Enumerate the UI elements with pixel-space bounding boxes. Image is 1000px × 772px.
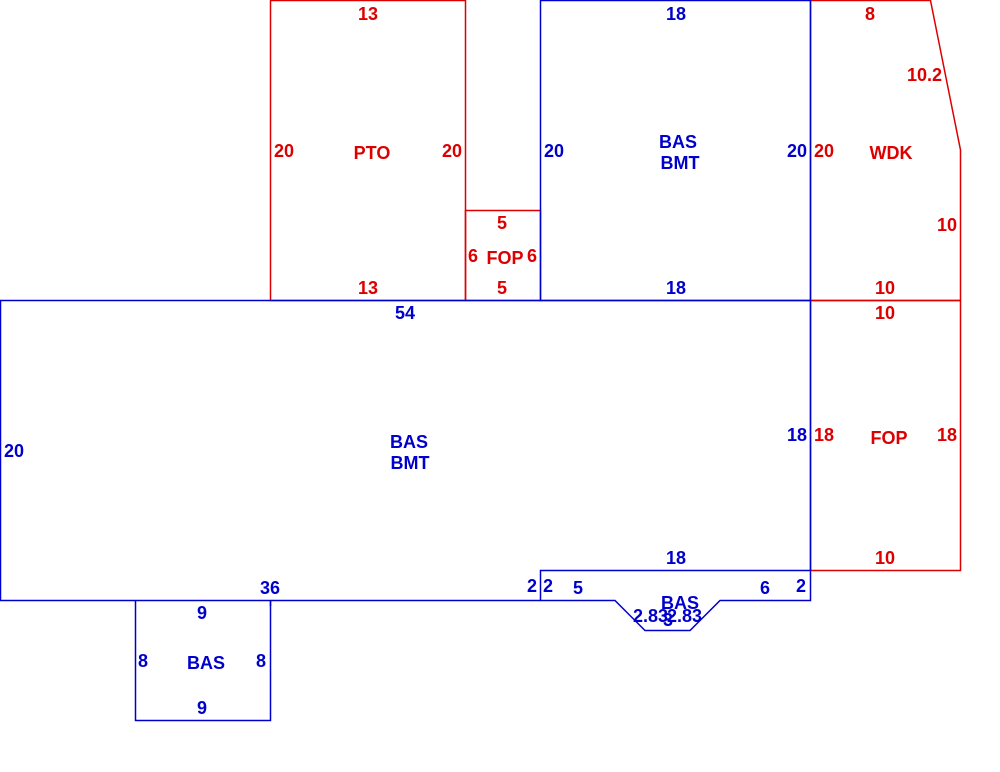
upper-bas-dim-right: 20 (787, 141, 807, 161)
small-bas-outline (134, 600, 272, 722)
wdk-dim-top: 8 (865, 4, 875, 24)
bump-bas-dim-top: 18 (666, 548, 686, 568)
main-bmt-label: BMT (391, 453, 430, 473)
small-bas-dim-right: 8 (256, 651, 266, 671)
area-bump-bas: BAS 18 2 5 2.83 3 2.83 6 2 (539, 548, 812, 632)
main-bas-dim-left: 20 (4, 441, 24, 461)
main-bas-label: BAS (390, 432, 428, 452)
upper-bas-dim-left: 20 (544, 141, 564, 161)
main-bas-dim-step: 2 (527, 576, 537, 596)
wdk-dim-left: 20 (814, 141, 834, 161)
pto-dim-top: 13 (358, 4, 378, 24)
main-bas-dim-bottom: 36 (260, 578, 280, 598)
bump-bas-dim-bay-right: 2.83 (667, 606, 702, 626)
main-bas-dim-right: 18 (787, 425, 807, 445)
small-bas-dim-left: 8 (138, 651, 148, 671)
bump-bas-dim-bottom-left: 5 (573, 578, 583, 598)
bump-bas-dim-bay-left: 2.83 (633, 606, 668, 626)
fop-small-dim-top: 5 (497, 213, 507, 233)
pto-dim-left: 20 (274, 141, 294, 161)
fop-right-dim-right: 18 (937, 425, 957, 445)
bump-bas-dim-bottom-right: 6 (760, 578, 770, 598)
area-upper-bas-bmt: BAS BMT 18 20 20 18 (539, 0, 812, 302)
fop-small-label: FOP (486, 248, 523, 268)
fop-small-dim-bottom: 5 (497, 278, 507, 298)
upper-bas-dim-top: 18 (666, 4, 686, 24)
fop-small-dim-left: 6 (468, 246, 478, 266)
fop-small-dim-right: 6 (527, 246, 537, 266)
pto-dim-right: 20 (442, 141, 462, 161)
upper-bas-dim-bottom: 18 (666, 278, 686, 298)
area-small-bas: BAS 9 8 8 9 (134, 600, 272, 722)
wdk-label: WDK (870, 143, 913, 163)
bump-bas-outline (539, 569, 812, 632)
main-bas-dim-top: 54 (395, 303, 415, 323)
bump-bas-dim-bay-bottom: 3 (663, 610, 673, 630)
small-bas-label: BAS (187, 653, 225, 673)
main-bas-outline (0, 299, 812, 602)
small-bas-dim-top: 9 (197, 603, 207, 623)
wdk-dim-bottom: 10 (875, 278, 895, 298)
area-fop-right: FOP 10 18 18 10 (809, 299, 962, 572)
pto-dim-bottom: 13 (358, 278, 378, 298)
bump-bas-label: BAS (661, 593, 699, 613)
fop-right-dim-left: 18 (814, 425, 834, 445)
small-bas-dim-bottom: 9 (197, 698, 207, 718)
bump-bas-dim-left: 2 (543, 576, 553, 596)
fop-right-label: FOP (870, 428, 907, 448)
wdk-dim-right: 10 (937, 215, 957, 235)
upper-bmt-label: BMT (661, 153, 700, 173)
fop-right-dim-top: 10 (875, 303, 895, 323)
area-main-bas-bmt: BAS BMT 54 20 18 36 2 (0, 299, 812, 606)
pto-label: PTO (354, 143, 391, 163)
upper-bas-label: BAS (659, 132, 697, 152)
wdk-dim-diagonal: 10.2 (907, 65, 942, 85)
fop-right-dim-bottom: 10 (875, 548, 895, 568)
bump-bas-dim-right: 2 (796, 576, 806, 596)
